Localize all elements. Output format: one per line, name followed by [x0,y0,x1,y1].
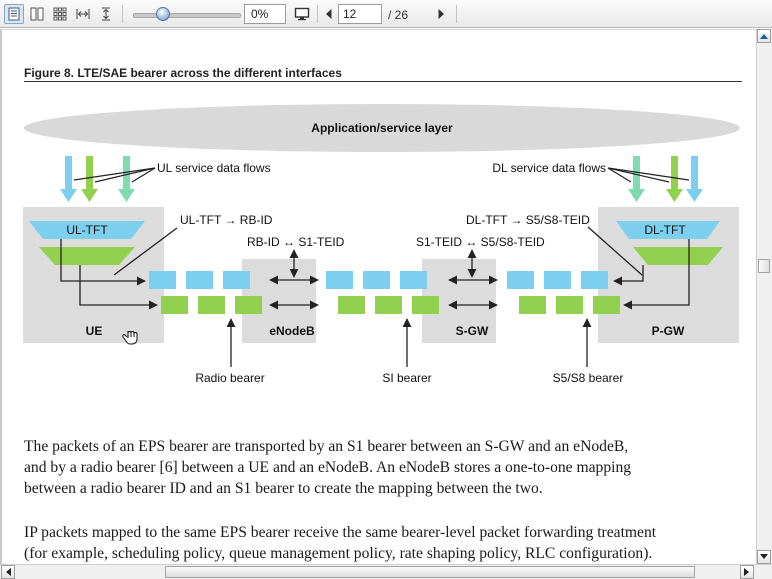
toolbar-divider [122,5,123,23]
enodeb-mapping-label: RB-ID ↔ S1-TEID [247,235,345,249]
dl-flows-pointers [607,167,690,183]
monitor-icon [294,7,310,21]
scroll-down-button[interactable] [757,550,771,564]
continuous-view-button[interactable] [27,4,47,24]
vertical-scrollbar[interactable] [756,29,772,564]
page-count-label: / 26 [388,8,409,22]
dl-tft-green-funnel [633,247,723,265]
paragraph-1-line-1: The packets of an EPS bearer are transpo… [24,438,629,455]
s5-s8-bearer-label: S5/S8 bearer [553,371,624,385]
pgw-mapping-label: DL-TFT → S5/S8-TEID [466,213,590,227]
dl-tft-funnel [616,221,720,239]
ue-mapping-label: UL-TFT → RB-ID [180,213,273,227]
toolbar-divider [456,5,457,23]
horizontal-scroll-thumb[interactable] [165,566,695,578]
caption-rule [24,81,742,82]
toolbar-divider [317,5,318,23]
bearer-link-arrows [269,249,498,310]
prev-page-icon [326,9,332,19]
scroll-down-icon [760,554,768,559]
ul-tft-green-funnel [39,247,135,265]
lte-bearer-diagram: Application/service layer UE eNodeB S-GW… [23,104,740,385]
scroll-right-button[interactable] [740,565,754,579]
ue-label: UE [86,324,103,338]
sgw-label: S-GW [456,324,489,338]
fit-height-button[interactable] [96,4,116,24]
scroll-right-icon [744,568,749,576]
scroll-up-button[interactable] [757,29,771,43]
zoom-percent-field[interactable]: 0% [244,4,286,24]
viewer-toolbar: 0% 12 / 26 [0,0,772,28]
ul-tft-label: UL-TFT [66,223,108,237]
fit-height-icon [102,7,110,21]
dl-flows-label: DL service data flows [492,161,606,175]
grid-page-icon [53,7,67,21]
ul-tft-funnel [29,221,145,239]
zoom-slider-track[interactable] [133,13,241,18]
paragraph-2-line-1: IP packets mapped to the same EPS bearer… [24,524,657,541]
scroll-up-icon [760,34,768,39]
upper-bearer-boxes [149,271,608,289]
grid-view-button[interactable] [50,4,70,24]
next-page-icon [438,9,444,19]
paragraph-2-line-2: (for example, scheduling policy, queue m… [24,545,653,562]
zoom-slider-thumb[interactable] [156,7,170,21]
bearer-callout-lines [226,318,592,367]
fit-width-button[interactable] [73,4,93,24]
single-page-icon [8,7,20,21]
pgw-internal-connectors [587,226,690,310]
pgw-label: P-GW [652,324,685,338]
radio-bearer-label: Radio bearer [195,371,264,385]
application-layer-ellipse [24,104,740,152]
vertical-scroll-thumb[interactable] [758,259,770,273]
dl-flow-arrows [628,156,703,202]
page-number-field[interactable]: 12 [338,4,382,24]
horizontal-scrollbar[interactable] [0,564,772,579]
enodeb-label: eNodeB [269,324,315,338]
dl-tft-label: DL-TFT [644,223,686,237]
paragraph-1-line-2: and by a radio bearer [6] between a UE a… [24,459,632,476]
previous-page-button[interactable] [319,4,339,24]
ul-flows-pointers [73,167,156,183]
application-layer-label: Application/service layer [311,121,453,135]
fullscreen-button[interactable] [292,4,312,24]
next-page-button[interactable] [431,4,451,24]
ue-internal-connectors [60,227,178,310]
fit-width-icon [76,9,90,19]
document-page[interactable]: Figure 8. LTE/SAE bearer across the diff… [0,29,756,564]
sgw-mapping-label: S1-TEID ↔ S5/S8-TEID [416,235,545,249]
lower-bearer-boxes [161,296,620,314]
scroll-left-icon [6,568,11,576]
hand-cursor-icon [122,331,138,345]
ul-flows-label: UL service data flows [157,161,271,175]
paragraph-1-line-3: between a radio bearer ID and an S1 bear… [24,480,543,497]
figure-caption: Figure 8. LTE/SAE bearer across the diff… [24,66,342,80]
s1-bearer-label: SI bearer [382,371,431,385]
scroll-left-button[interactable] [1,565,15,579]
continuous-page-icon [30,7,44,21]
single-page-view-button[interactable] [4,4,24,24]
ul-flow-arrows [60,156,135,202]
